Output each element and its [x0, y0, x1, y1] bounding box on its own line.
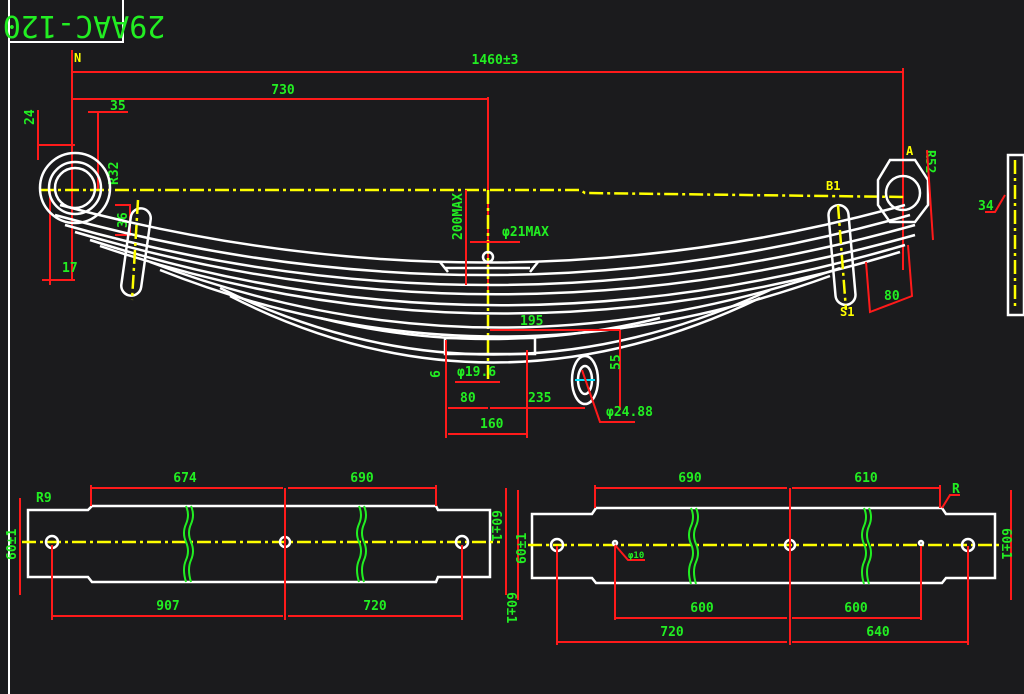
leaf2-inner-right-label: 600 — [844, 601, 868, 616]
part-number: 29AAC-12010 — [0, 8, 165, 43]
right-eye: A R52 — [876, 144, 937, 241]
overall-length-label: 1460±3 — [472, 53, 519, 68]
leaf2-top-right-label: 610 — [854, 471, 878, 486]
eye-offset-label: 35 — [110, 99, 126, 114]
half-length-label: 730 — [271, 83, 295, 98]
dim-80-label: 80 — [460, 391, 476, 406]
dim-55-label: 55 — [609, 354, 624, 370]
leaf2-bottom-right-label: 640 — [866, 625, 890, 640]
partial-section-view: 34 — [978, 153, 1024, 317]
leaf1-bottom-right-label: 720 — [363, 599, 387, 614]
detail-label: 34 — [978, 199, 994, 214]
left-eye — [38, 151, 112, 225]
leaf-spring-side-view — [54, 203, 916, 364]
dim-195-label: 195 — [520, 314, 543, 329]
center-dims: 200MAX φ21MAX 195 55 6 φ19.6 80 235 160 … — [429, 190, 653, 438]
leaf1-top-right-label: 690 — [350, 471, 374, 486]
right-eye-radius-label: R52 — [922, 150, 937, 173]
hole-dia-label: φ19.6 — [457, 365, 496, 380]
leaf2-top-left-label: 690 — [678, 471, 702, 486]
marker-a: A — [906, 144, 914, 158]
leaf1-width-left-label: 60±1 — [5, 529, 20, 560]
right-dim-80-label: 80 — [884, 289, 900, 304]
dim-6-label: 6 — [429, 370, 444, 378]
leaf2-width-right-label: 60±1 — [998, 528, 1013, 559]
eye-centerline — [40, 188, 906, 199]
leaf-1-plan-view: 674 690 907 720 R9 60±1 60±1 60±1 — [5, 471, 519, 623]
bolt-dia-label: φ21MAX — [502, 225, 549, 240]
eye-height-label: 24 — [23, 109, 38, 125]
leaf1-chamfer-label: R9 — [36, 491, 52, 506]
right-clip: B1 S1 80 — [826, 179, 914, 319]
leaf2-inner-left-label: 600 — [690, 601, 714, 616]
dim-160-label: 160 — [480, 417, 504, 432]
title-block — [8, 0, 124, 43]
left-clip — [120, 199, 152, 301]
marker-b1: B1 — [826, 179, 840, 193]
leaf2-bottom-left-label: 720 — [660, 625, 684, 640]
leaf1-bottom-left-label: 907 — [156, 599, 179, 614]
dim-235-label: 235 — [528, 391, 551, 406]
leaf2-width-left-label: 60±1 — [515, 533, 530, 564]
leaf-2-plan-view: 690 610 600 600 720 640 φ10 R 60±1 60±1 — [515, 471, 1013, 645]
thickness-left-label: 17 — [62, 261, 78, 276]
eye2-dia-label: φ24.88 — [606, 405, 653, 420]
marker-s1: S1 — [840, 305, 854, 319]
leaf1-width-right-label: 60±1 — [488, 510, 503, 541]
leaf2-chamfer-label: R — [952, 482, 960, 497]
overall-length-dim: 1460±3 N — [71, 50, 904, 280]
bolt-height-label: 200MAX — [451, 193, 466, 240]
marker-n: N — [74, 51, 81, 65]
leaf2-hole-note: φ10 — [628, 551, 644, 561]
eye-radius-label: R32 — [107, 162, 122, 185]
leaf1-top-left-label: 674 — [173, 471, 197, 486]
leaf1-width-outer-label: 60±1 — [503, 592, 518, 623]
